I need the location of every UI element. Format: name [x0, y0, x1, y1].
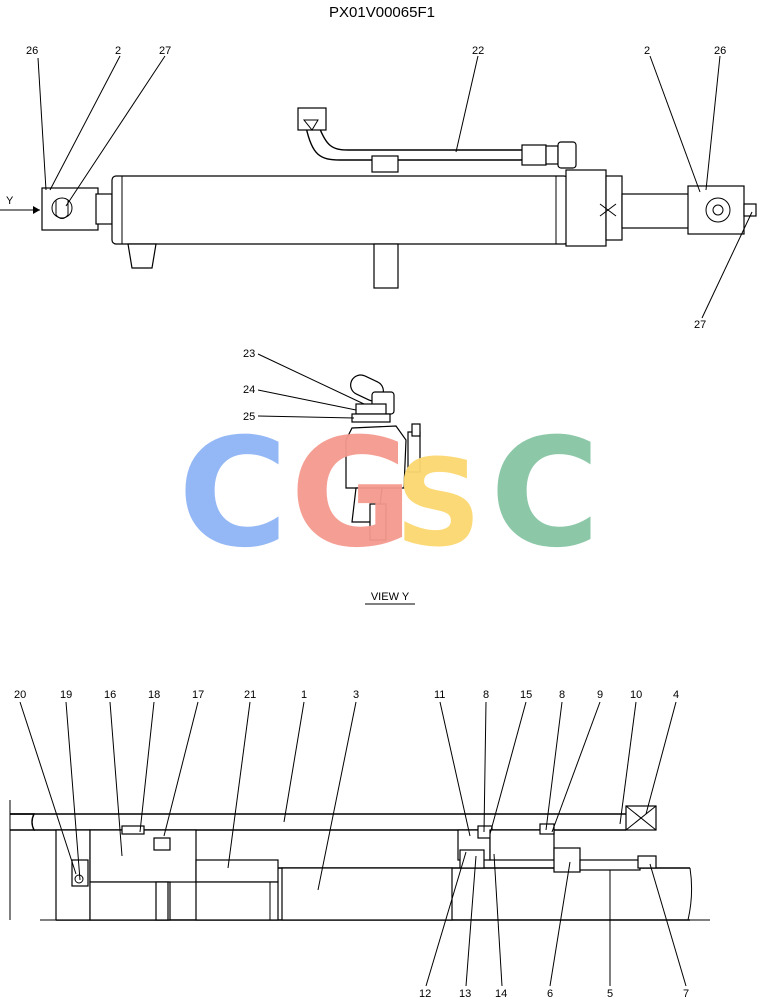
callout-16: 16: [104, 689, 116, 701]
callout-21: 21: [244, 689, 256, 701]
callout-11: 11: [434, 689, 445, 701]
callout-24: 24: [243, 384, 255, 396]
callout-9: 9: [597, 689, 603, 701]
callout-26-left: 26: [26, 45, 38, 57]
callout-15: 15: [520, 689, 532, 701]
svg-text:C: C: [178, 407, 288, 581]
callout-17: 17: [192, 689, 204, 701]
callout-14: 14: [495, 988, 507, 1000]
callout-18: 18: [148, 689, 160, 701]
callout-10: 10: [630, 689, 642, 701]
callout-27-left: 27: [159, 45, 171, 57]
callout-4: 4: [673, 689, 679, 701]
view-arrow-label: Y: [6, 195, 14, 207]
callout-22: 22: [472, 45, 484, 57]
callout-2-left: 2: [115, 45, 121, 57]
section-view: 20 19 16 18 17 21 1 3 11 8 15 8 9 10 4 1…: [9, 689, 710, 1000]
view-label: VIEW Y: [371, 591, 410, 603]
callout-19: 19: [60, 689, 72, 701]
callout-27-right: 27: [694, 319, 706, 331]
callout-13: 13: [459, 988, 471, 1000]
cylinder-assembly: Y 26 2 27 22 2 26 27: [0, 45, 757, 331]
callout-25: 25: [243, 411, 255, 423]
svg-text:S: S: [395, 435, 481, 574]
watermark-logo: C G S C: [178, 407, 600, 581]
diagram-title: PX01V00065F1: [329, 4, 435, 21]
callout-6: 6: [547, 988, 553, 1000]
callout-1: 1: [301, 689, 307, 701]
callout-5: 5: [607, 988, 613, 1000]
callout-8-b: 8: [559, 689, 565, 701]
callout-23: 23: [243, 348, 255, 360]
callout-12: 12: [419, 988, 431, 1000]
svg-text:G: G: [290, 407, 413, 581]
callout-2-right: 2: [644, 45, 650, 57]
svg-text:C: C: [490, 407, 600, 581]
callout-26-right: 26: [714, 45, 726, 57]
view-y-detail: 23 24 25 VIEW Y: [243, 348, 421, 605]
callout-3: 3: [353, 689, 359, 701]
callout-8-a: 8: [483, 689, 489, 701]
callout-20: 20: [14, 689, 26, 701]
callout-7: 7: [683, 988, 689, 1000]
